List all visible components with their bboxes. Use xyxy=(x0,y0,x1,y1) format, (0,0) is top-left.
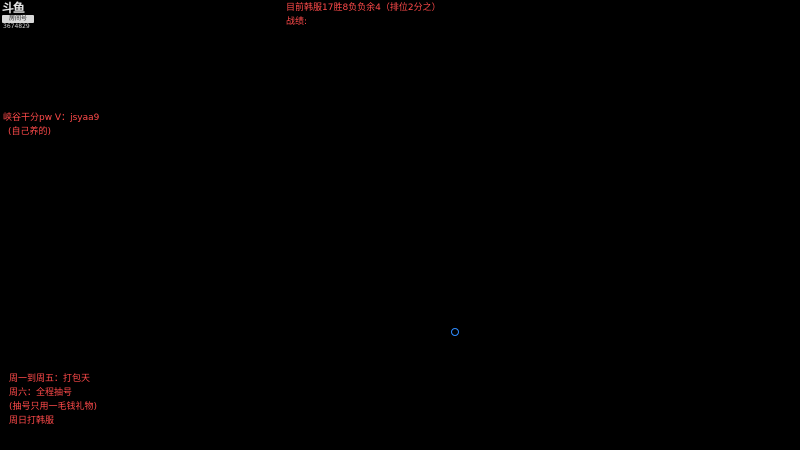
top-notice-line-2: 战绩: xyxy=(286,17,308,27)
schedule-line-2: 周六：全程抽号 xyxy=(9,388,73,398)
schedule-line-1: 周一到周五：打包天 xyxy=(9,374,91,384)
left-notice-line-2: (自己养的) xyxy=(8,127,52,137)
schedule-notice: 周一到周五：打包天 周六：全程抽号 (抽号只用一毛钱礼物) 周日打韩服 xyxy=(9,372,97,428)
douyu-logo: 斗鱼 房间号 xyxy=(2,1,34,33)
top-notice-line-1: 目前韩服17胜8负负余4（排位2分之） xyxy=(286,3,441,13)
top-notice: 目前韩服17胜8负负余4（排位2分之） 战绩: xyxy=(286,1,441,29)
schedule-line-3: (抽号只用一毛钱礼物) xyxy=(9,402,98,412)
left-notice-line-1: 峡谷干分pw V：jsyaa9 xyxy=(3,113,100,123)
logo-mark: 斗鱼 xyxy=(2,1,25,15)
schedule-line-4: 周日打韩服 xyxy=(9,416,55,426)
logo-badge: 房间号 xyxy=(2,15,34,23)
left-notice: 峡谷干分pw V：jsyaa9 (自己养的) xyxy=(3,111,99,139)
room-id: 3674829 xyxy=(3,23,30,30)
loading-spinner-icon xyxy=(451,328,459,336)
